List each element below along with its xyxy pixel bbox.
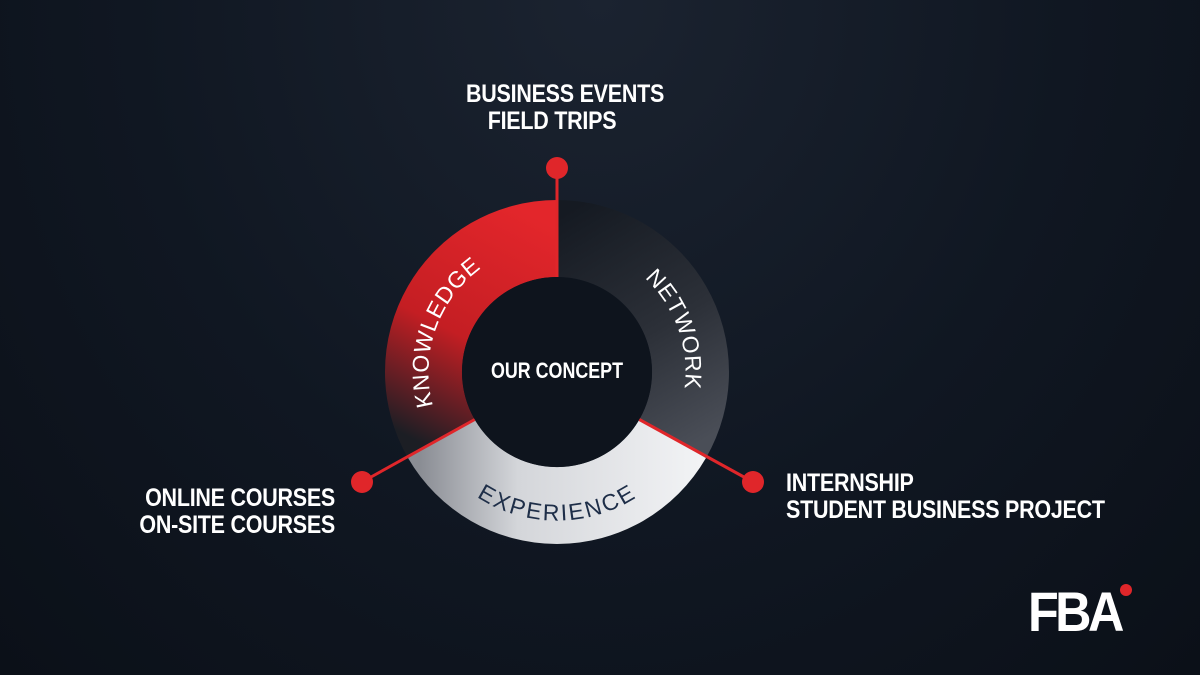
connector-left [361,418,476,484]
callout-right: INTERNSHIP STUDENT BUSINESS PROJECT [786,469,1105,524]
fba-logo: FBA [1028,584,1138,640]
center-label: OUR CONCEPT [491,358,623,383]
callout-top: BUSINESS EVENTS FIELD TRIPS [466,80,665,135]
callout-right-line2: STUDENT BUSINESS PROJECT [786,496,1105,524]
ring-segment-knowledge [384,200,557,458]
callout-left-line2: ON-SITE COURSES [139,511,335,539]
node-right-dot [742,471,764,493]
callout-top-line1: BUSINESS EVENTS [466,80,665,108]
callout-top-line2: FIELD TRIPS [487,107,617,135]
logo-text: FBA [1028,580,1124,643]
node-left-dot [351,471,373,493]
ring-segment-network [557,200,730,458]
callout-left: ONLINE COURSES ON-SITE COURSES [99,484,335,539]
callout-left-line1: ONLINE COURSES [145,484,335,512]
logo-dot [1120,584,1132,596]
concept-center [462,277,652,467]
connector-right [638,418,754,484]
node-top-dot [546,157,568,179]
callout-right-line1: INTERNSHIP [786,469,914,497]
ring-segment-experience [408,419,706,545]
